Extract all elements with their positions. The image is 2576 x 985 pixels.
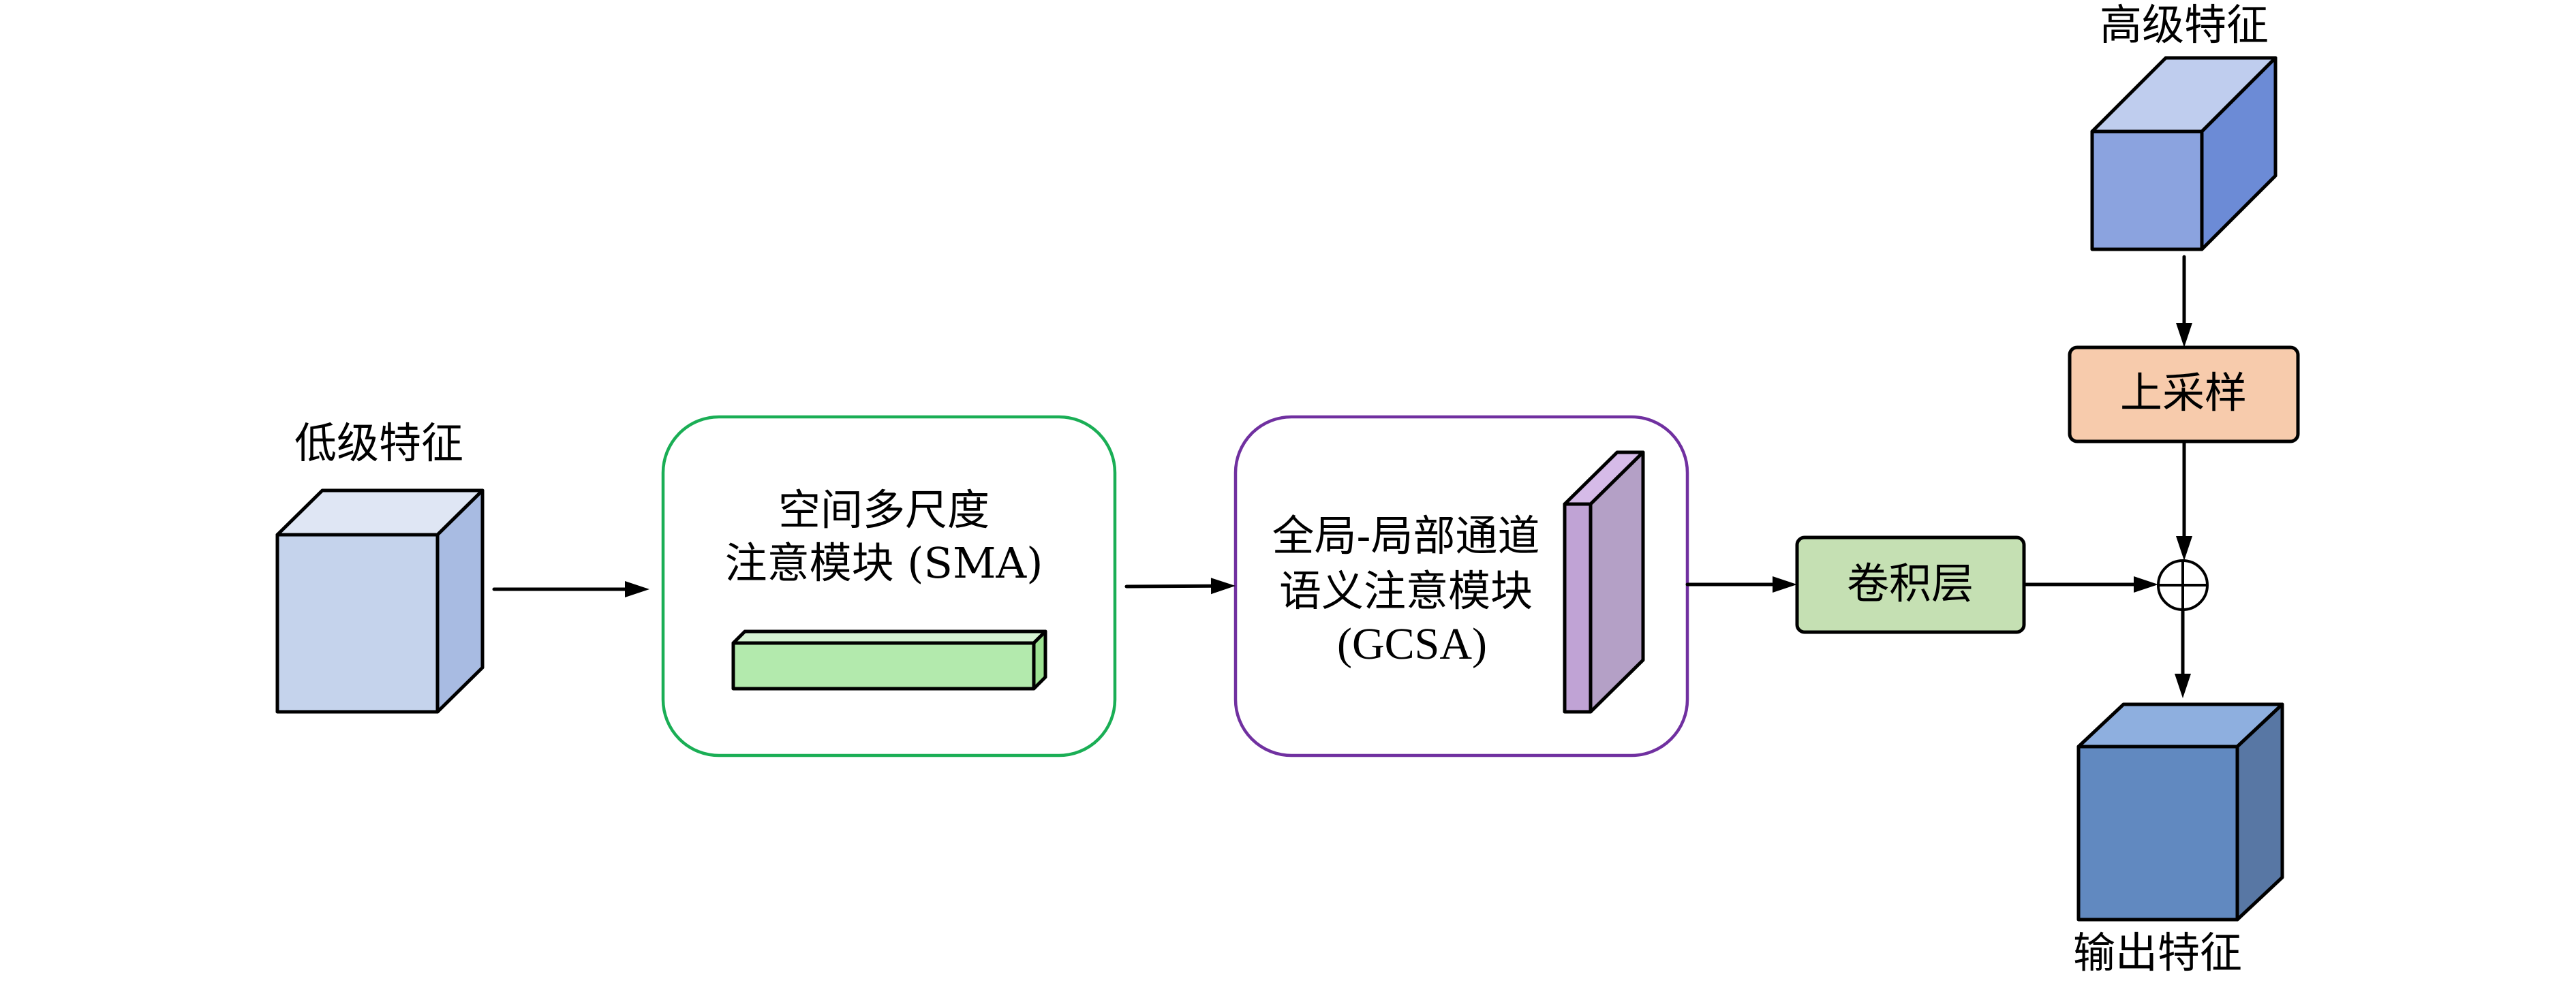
arrowhead-icon [2175,674,2191,698]
add-operator [2157,559,2209,611]
arrow-gcsa-to-conv [1685,576,1797,593]
sma-label-line-1: 空间多尺度 [778,485,990,535]
gcsa-label-line-2: 语义注意模块 [1279,566,1533,616]
output-feature-label: 输出特征 [2073,928,2242,978]
high-feature-cube [2090,56,2278,251]
low-feature-label: 低级特征 [294,418,463,468]
arrowhead-icon [625,581,649,597]
gcsa-label-line-1: 全局-局部通道 [1272,511,1540,561]
arrowhead-icon [2134,576,2158,593]
front-face [275,533,440,714]
gcsa-label-line-3: (GCSA) [1337,619,1487,669]
front-face [1563,502,1593,714]
front-face [2090,129,2204,251]
arrow-high-to-upsample [2176,255,2192,347]
arrows [492,255,2192,698]
top-face [731,629,1047,645]
gcsa-feature-slab [1563,450,1645,714]
sma-label-line-2: 注意模块 (SMA) [725,538,1043,588]
output-feature-cube [2076,702,2284,922]
upsample-label: 上采样 [2120,368,2247,418]
low-feature-cube [275,488,485,714]
arrow-conv-to-add [2022,576,2158,593]
arrowhead-icon [2176,323,2192,347]
arrowhead-icon [2176,536,2192,561]
arrow-upsample-to-add [2176,439,2192,561]
side-face [1032,629,1047,691]
high-feature-label: 高级特征 [2100,0,2269,50]
front-face [2076,745,2239,922]
arrow-low-to-sma [492,581,649,597]
arrow-sma-to-gcsa [1124,578,1236,595]
conv-layer-label: 卷积层 [1847,559,1974,608]
front-face [731,641,1036,691]
arrow-add-to-output [2175,608,2191,698]
arrowhead-icon [1210,578,1236,595]
arrowhead-icon [1773,576,1797,593]
arrow-shaft [1124,584,1213,589]
sma-feature-bar [731,629,1047,691]
